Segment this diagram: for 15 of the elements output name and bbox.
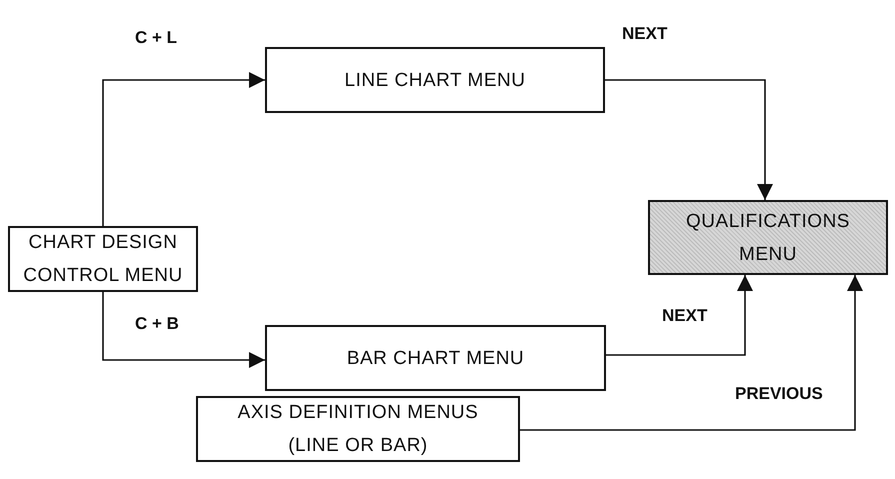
arrow xyxy=(605,79,773,200)
menu-box xyxy=(265,47,605,113)
menu-title: CHART DESIGN CONTROL MENU xyxy=(23,231,183,288)
menu-title: QUALIFICATIONS MENU xyxy=(685,210,851,266)
arrow xyxy=(520,275,863,431)
menu-box xyxy=(196,396,520,462)
menu-box xyxy=(265,325,606,391)
menu-box xyxy=(8,226,198,292)
menu-box xyxy=(648,200,888,275)
menu-title: AXIS DEFINITION MENUS (LINE OR BAR) xyxy=(236,401,480,458)
arrow xyxy=(606,275,753,356)
menu-title: BAR CHART MENU xyxy=(346,346,526,370)
arrow xyxy=(102,72,265,226)
menu-title: LINE CHART MENU xyxy=(344,68,526,92)
arrow xyxy=(102,292,265,368)
